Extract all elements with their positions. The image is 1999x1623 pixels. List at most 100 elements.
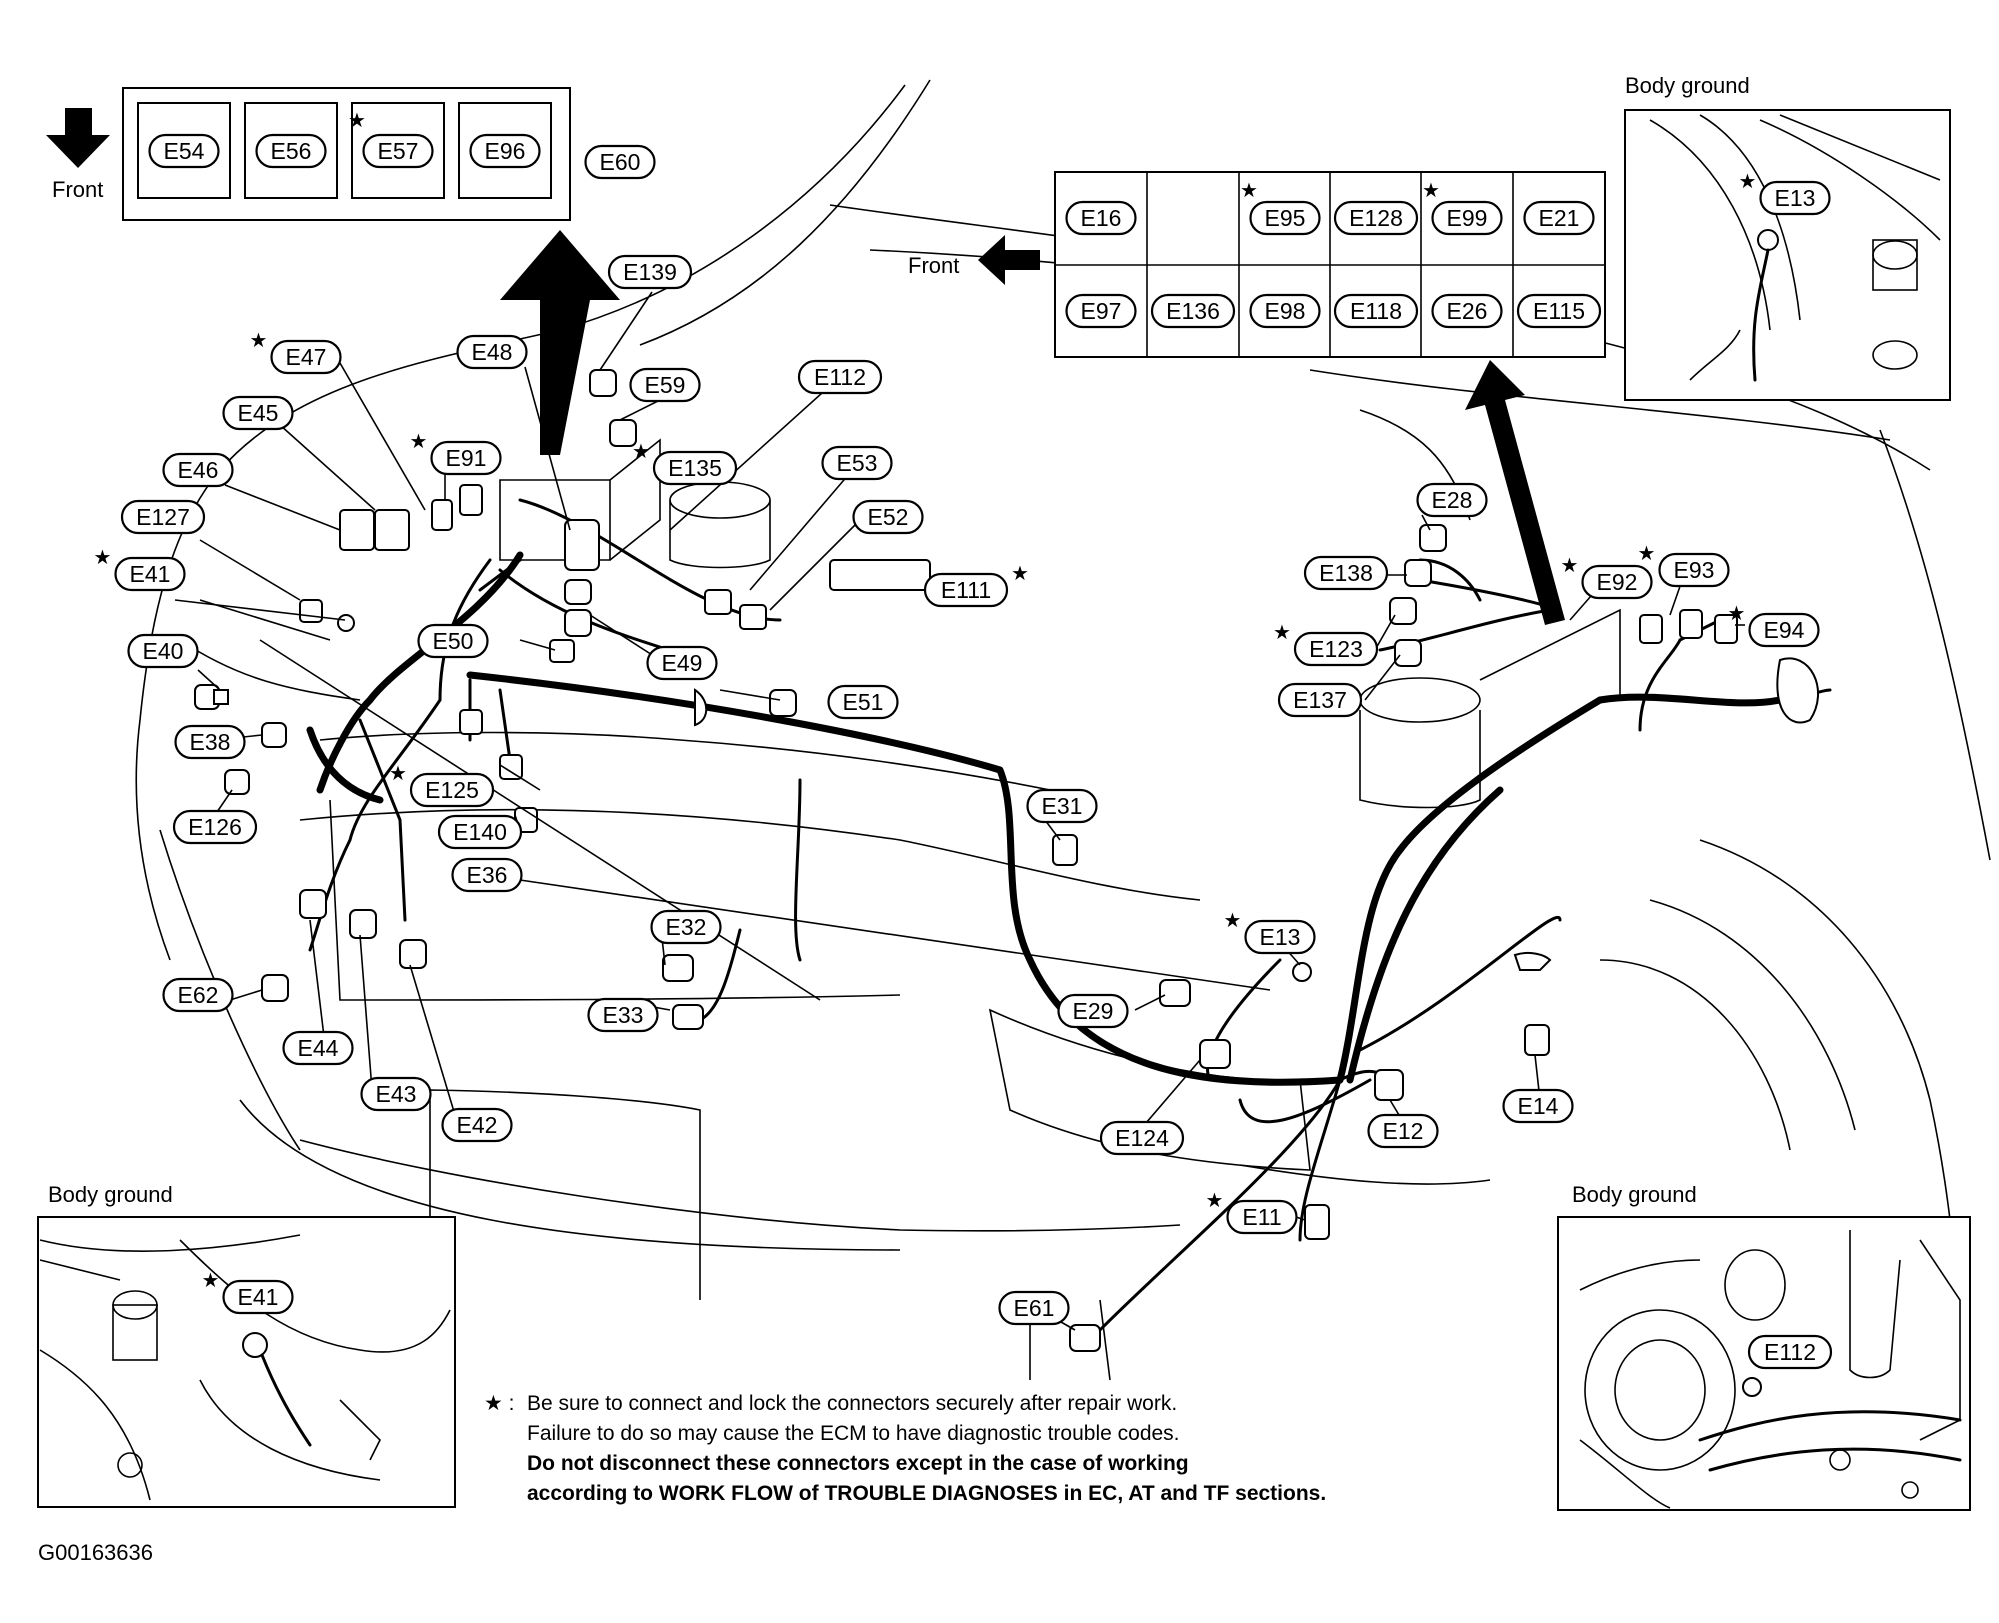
connector-plug-icon	[299, 889, 327, 919]
connector-label-pill	[255, 133, 327, 169]
connector-plug-icon	[349, 909, 377, 939]
star-marker-icon: ★	[94, 545, 112, 569]
connector-label-text: E12	[1383, 1118, 1424, 1144]
connector-label-pill	[607, 254, 693, 290]
connector-label-e61: E61	[998, 1290, 1070, 1326]
connector-label-text: E91	[446, 445, 487, 471]
connector-label-e41: E41	[114, 556, 186, 592]
connector-plug-icon	[459, 709, 483, 735]
connector-plug-icon	[1714, 614, 1738, 644]
connector-label-pill	[1516, 293, 1602, 329]
connector-label-text: E93	[1674, 557, 1715, 583]
connector-label-pill	[451, 857, 523, 893]
connector-label-e51: E51	[827, 684, 899, 720]
connector-label-text: E99	[1447, 205, 1488, 231]
star-marker-icon: ★	[348, 108, 366, 132]
connector-label-e45: E45	[222, 395, 294, 431]
connector-label-text: E53	[837, 450, 878, 476]
connector-label-text: E124	[1115, 1125, 1169, 1151]
connector-label-pill	[1747, 1334, 1833, 1370]
connector-label-pill	[1303, 555, 1389, 591]
connector-label-text: E13	[1260, 924, 1301, 950]
connector-label-pill	[1431, 200, 1503, 236]
connector-label-pill	[120, 499, 206, 535]
connector-label-pill	[821, 445, 893, 481]
connector-label-text: E60	[600, 149, 641, 175]
connector-label-e50: E50	[417, 623, 489, 659]
connector-label-pill	[469, 133, 541, 169]
connector-label-pill	[437, 814, 523, 850]
connector-plug-icon	[1419, 524, 1447, 552]
connector-label-text: E36	[467, 862, 508, 888]
inset-top-right	[1624, 109, 1951, 401]
connector-label-text: E29	[1073, 998, 1114, 1024]
connector-label-pill	[1099, 1120, 1185, 1156]
relay-box-label-e26: E26	[1431, 293, 1503, 329]
connector-label-e124: E124	[1099, 1120, 1185, 1156]
connector-label-e36: E36	[451, 857, 523, 893]
connector-label-pill	[1333, 293, 1419, 329]
connector-label-pill	[174, 724, 246, 760]
connector-label-pill	[409, 772, 495, 808]
note-line-1: Be sure to connect and lock the connecto…	[527, 1392, 1177, 1415]
connector-label-text: E138	[1319, 560, 1373, 586]
inset-label-e112: E112	[1747, 1334, 1833, 1370]
connector-label-text: E41	[130, 561, 171, 587]
front-arrow-left-icon	[978, 235, 1040, 285]
connector-label-pill	[1026, 788, 1098, 824]
connector-label-pill	[1277, 682, 1363, 718]
connector-label-pill	[1748, 612, 1820, 648]
connector-label-text: E57	[378, 138, 419, 164]
connector-label-text: E126	[188, 814, 242, 840]
connector-label-pill	[417, 623, 489, 659]
connector-label-text: E26	[1447, 298, 1488, 324]
connector-label-text: E11	[1242, 1204, 1281, 1230]
connector-label-e111: E111	[923, 572, 1009, 608]
star-marker-icon: ★	[1638, 541, 1656, 565]
vehicle-outline	[135, 79, 1991, 1381]
relay-box-label-e21: E21	[1523, 200, 1595, 236]
connector-label-pill	[827, 684, 899, 720]
connector-label-pill	[1150, 293, 1236, 329]
connector-plug-icon	[261, 722, 287, 748]
relay-box-label-e99: E99	[1431, 200, 1503, 236]
connector-label-pill	[923, 572, 1009, 608]
connector-label-e42: E42	[441, 1107, 513, 1143]
connector-label-pill	[1431, 293, 1503, 329]
connector-label-text: E98	[1265, 298, 1306, 324]
connector-icons	[194, 369, 1820, 1352]
note-line-4: according to WORK FLOW of TROUBLE DIAGNO…	[527, 1482, 1326, 1505]
connector-label-e92: E92	[1581, 564, 1653, 600]
connector-label-e49: E49	[646, 645, 718, 681]
connector-label-e48: E48	[456, 334, 528, 370]
star-marker-icon: ★	[202, 1268, 220, 1292]
connector-label-e13: E13	[1244, 919, 1316, 955]
connector-label-pill	[1057, 993, 1129, 1029]
connector-label-text: E33	[603, 1002, 644, 1028]
connector-plug-icon	[399, 939, 427, 969]
connector-label-text: E50	[433, 628, 474, 654]
connector-label-text: E61	[1014, 1295, 1055, 1321]
connector-label-text: E54	[164, 138, 205, 164]
connector-plug-icon	[1374, 1069, 1404, 1101]
relay-box-label-e115: E115	[1516, 293, 1602, 329]
connector-label-pill	[148, 133, 220, 169]
connector-label-pill	[430, 440, 502, 476]
connector-label-pill	[441, 1107, 513, 1143]
connector-label-text: E14	[1518, 1093, 1559, 1119]
connector-label-pill	[222, 1279, 294, 1315]
connector-label-text: E43	[376, 1081, 417, 1107]
star-marker-icon: ★	[1206, 1188, 1224, 1212]
connector-label-text: E139	[623, 259, 677, 285]
connector-plug-icon	[299, 599, 323, 623]
connector-label-text: E51	[843, 689, 884, 715]
connector-label-e93: E93	[1658, 552, 1730, 588]
connector-label-pill	[1523, 200, 1595, 236]
connector-plug-icon	[589, 369, 617, 397]
connector-label-text: E97	[1081, 298, 1122, 324]
star-marker-icon: ★	[1240, 178, 1258, 202]
connector-label-pill	[1333, 200, 1419, 236]
connector-plug-icon	[672, 1004, 704, 1030]
connector-label-pill	[646, 645, 718, 681]
connector-label-e12: E12	[1367, 1113, 1439, 1149]
